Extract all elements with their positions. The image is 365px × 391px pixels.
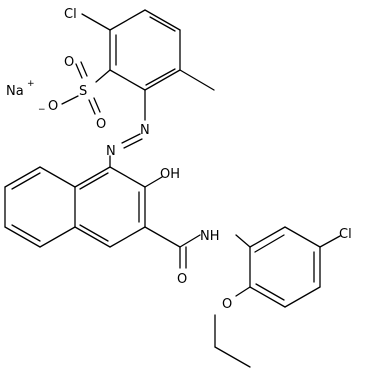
bond: [88, 99, 96, 115]
bond: [123, 138, 143, 149]
bond: [79, 172, 109, 190]
atom-o-amide: O: [177, 272, 187, 287]
bond: [254, 234, 285, 253]
bond: [214, 346, 251, 368]
atom-na: Na: [6, 84, 24, 99]
bond: [319, 235, 341, 248]
atom-oh: OH: [160, 167, 180, 182]
bond: [109, 166, 146, 188]
bond: [144, 69, 181, 91]
positive-charge: +: [27, 79, 35, 89]
bond: [81, 13, 111, 31]
bond: [249, 226, 286, 248]
bond: [249, 286, 286, 308]
bond: [109, 9, 146, 31]
bond: [109, 69, 146, 91]
bond: [121, 133, 141, 144]
bond: [11, 224, 41, 242]
bond: [61, 95, 79, 105]
bond: [79, 224, 109, 242]
bond: [4, 166, 41, 188]
bond: [39, 226, 76, 248]
bond: [144, 9, 181, 31]
bond: [179, 234, 201, 248]
atom-nh: NH: [200, 229, 220, 244]
atom-n-2: N: [106, 144, 116, 159]
atom-o-ether: O: [222, 297, 232, 312]
bond: [144, 226, 181, 248]
atom-o-s-top: O: [64, 55, 74, 70]
atom-o-s-right: O: [96, 117, 106, 132]
atom-cl-top: Cl: [64, 7, 77, 22]
bond: [74, 166, 111, 188]
bond: [235, 234, 251, 248]
bond: [93, 97, 101, 113]
atom-o-minus: O: [48, 99, 58, 114]
bond: [255, 283, 285, 301]
bond: [179, 69, 215, 91]
bond: [95, 69, 111, 83]
bond: [11, 172, 41, 190]
bond: [4, 226, 41, 248]
bond: [74, 226, 111, 248]
bond: [144, 176, 163, 188]
bond: [235, 286, 251, 297]
bond: [109, 226, 146, 248]
bond: [284, 226, 321, 248]
bond: [75, 63, 83, 79]
bond: [145, 68, 176, 86]
atom-cl-right: Cl: [339, 227, 352, 242]
bonds: [4, 9, 341, 368]
bond: [149, 16, 176, 32]
bond: [39, 166, 76, 188]
bond: [80, 61, 88, 77]
atom-labels: Cl S O O O − Na + N N OH NH O Cl O: [6, 7, 352, 312]
atom-n-1: N: [140, 123, 150, 138]
negative-charge: −: [38, 105, 46, 115]
atom-s: S: [79, 84, 87, 99]
bond: [284, 286, 321, 308]
